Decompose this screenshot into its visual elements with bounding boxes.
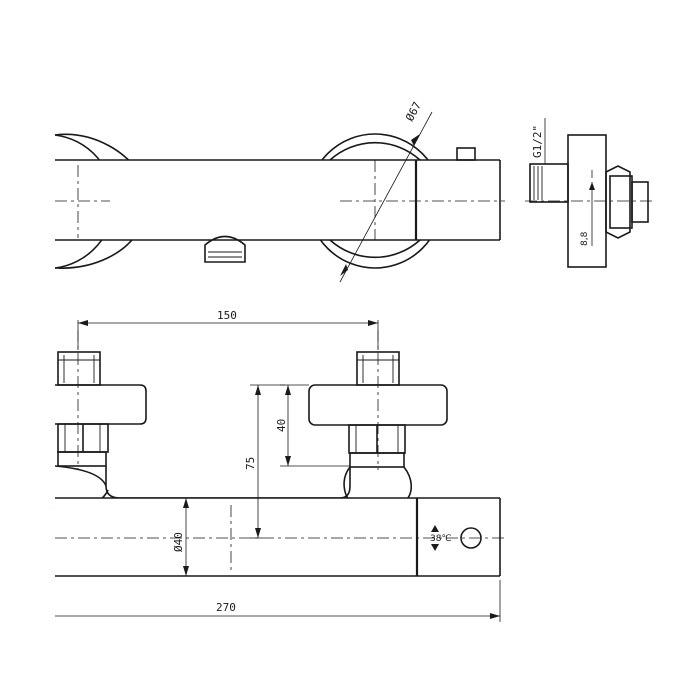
temperature-dial-icon: [460, 527, 482, 549]
left-handle-block: [55, 384, 147, 425]
temperature-up-icon: [431, 525, 439, 532]
depth-label: 8,8: [580, 231, 590, 246]
thread-label: G1/2": [531, 125, 544, 158]
temperature-label: 38℃: [430, 534, 452, 544]
left-thread: [57, 351, 101, 386]
total-length-label: 270: [216, 601, 236, 614]
front-dimensions: 150 40 75 Ø40 270: [55, 309, 501, 622]
side-nut: [605, 165, 631, 239]
top-view: Ø67: [54, 100, 505, 283]
side-view: G1/2" 8,8: [525, 118, 655, 268]
top-diameter-label: Ø67: [403, 100, 424, 124]
offset-large-label: 75: [244, 457, 257, 470]
offset-small-label: 40: [275, 419, 288, 432]
spacing-label: 150: [217, 309, 237, 322]
body-bridge: [105, 466, 351, 499]
bottom-outlet: [204, 235, 246, 263]
top-knob: [456, 147, 476, 161]
temperature-down-icon: [431, 544, 439, 551]
front-view: 38℃: [54, 330, 505, 577]
side-thread: [529, 163, 569, 203]
body-diameter-label: Ø40: [172, 532, 185, 552]
